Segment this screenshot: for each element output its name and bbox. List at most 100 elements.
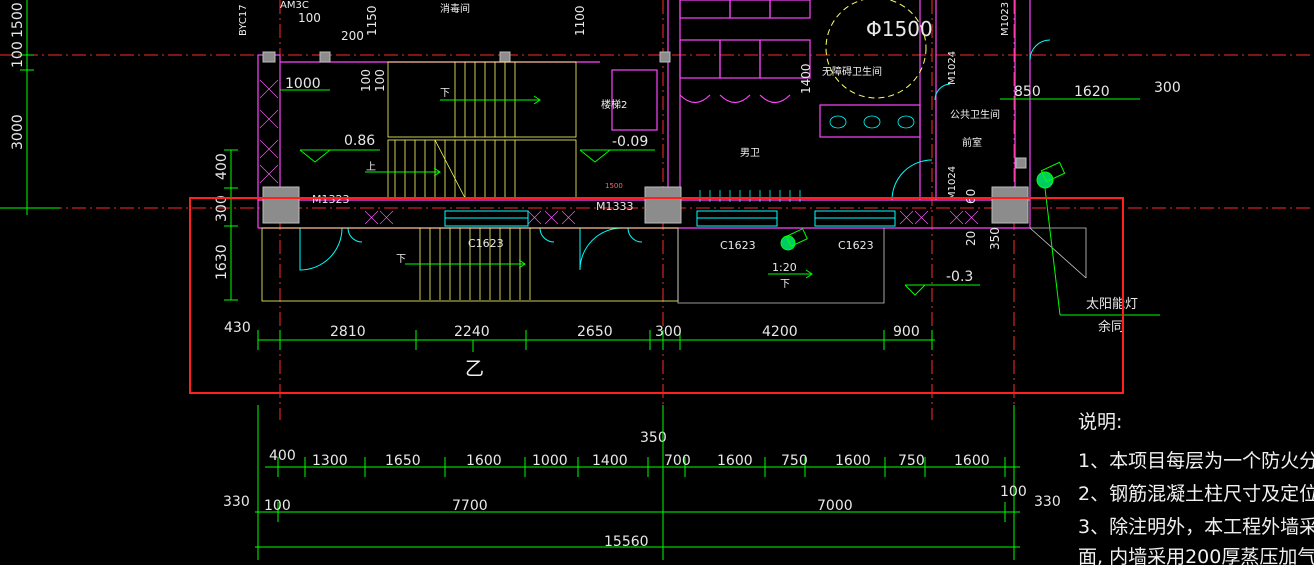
label-accessible-wc: 无障碍卫生间 [822, 65, 882, 78]
dim-row3-100a: 100 [264, 498, 291, 514]
turning-circle [825, 0, 927, 99]
label-fire-room: 消毒间 [440, 2, 470, 15]
dim-top-100b: 100 [359, 69, 373, 92]
lower-outline [677, 227, 1087, 304]
dim-row2-1300: 1300 [312, 453, 348, 469]
columns [262, 51, 1029, 224]
label-c1623c: C1623 [838, 239, 874, 252]
dim-top-100c: 100 [373, 69, 387, 92]
dim-row3-330a: 330 [223, 494, 250, 510]
dim-row-1-lines [257, 330, 935, 350]
label-small-1500: 1500 [605, 182, 623, 190]
dim-20: 20 [964, 231, 978, 246]
dim-1400: 1400 [799, 63, 813, 94]
label-phi1500: Φ1500 [866, 17, 933, 41]
upper-dim-lines [280, 89, 1140, 100]
wall-hatch [259, 79, 979, 225]
dim-row1-4200: 4200 [762, 324, 798, 340]
dim-850: 850 [1014, 84, 1041, 100]
upper-room-partitions [611, 0, 921, 138]
level-neg03: -0.3 [946, 269, 973, 285]
label-m1024b: M1024 [947, 166, 958, 200]
label-up: 上 [366, 161, 376, 173]
dim-row2-1650: 1650 [385, 453, 421, 469]
dim-left-100: 100 [10, 41, 26, 68]
label-front-room: 前室 [962, 136, 982, 149]
dim-row2-1600c: 1600 [835, 453, 871, 469]
dim-row-2-lines [257, 405, 1020, 560]
dim-row2-1600d: 1600 [954, 453, 990, 469]
dim-top-1100: 1100 [573, 5, 587, 36]
highlight-box [189, 197, 1124, 394]
label-am: AM3C [280, 0, 309, 11]
note-4: 面, 内墙采用200厚蒸压加气混 [1078, 546, 1314, 565]
dim-row2-750b: 750 [898, 453, 925, 469]
door-swings [299, 39, 1051, 271]
label-m1023: M1023 [1000, 2, 1011, 36]
dim-row2-1600a: 1600 [466, 453, 502, 469]
solar-lamp-icon-2 [780, 228, 808, 251]
dim-350-v: 350 [988, 227, 1002, 250]
notes-title: 说明: [1078, 411, 1122, 433]
label-byc: BYC17 [238, 4, 249, 36]
dim-top-200: 200 [341, 29, 364, 43]
label-c1623a: C1623 [468, 237, 504, 250]
dim-row1-430: 430 [224, 320, 251, 336]
note-1: 1、本项目每层为一个防火分区。 [1078, 450, 1314, 472]
note-3: 3、除注明外，本工程外墙采用 [1078, 516, 1314, 538]
dim-left-3000: 3000 [10, 114, 26, 150]
dim-left-400: 400 [214, 153, 230, 180]
dim-row1-2240: 2240 [454, 324, 490, 340]
dim-row2-400: 400 [269, 448, 296, 464]
axis-label-z: 乙 [465, 358, 484, 380]
dim-total-15560: 15560 [604, 534, 649, 550]
label-m1323: M1323 [312, 193, 350, 206]
dim-row-3-lines [255, 502, 1020, 557]
label-m1024a: M1024 [947, 51, 958, 85]
dim-row2-1400: 1400 [592, 453, 628, 469]
dim-top-100: 100 [298, 11, 321, 25]
windows [444, 210, 896, 227]
label-c1623b: C1623 [720, 239, 756, 252]
label-same: 余同 [1098, 319, 1124, 335]
dim-left-1500: 1500 [10, 2, 26, 38]
dim-row1-2810: 2810 [330, 324, 366, 340]
dim-row1-900: 900 [893, 324, 920, 340]
stair-arrows [365, 95, 541, 177]
label-solar-lamp: 太阳能灯 [1086, 297, 1138, 312]
dim-row2-1600b: 1600 [717, 453, 753, 469]
upper-stair [387, 61, 577, 199]
dim-row1-2650: 2650 [577, 324, 613, 340]
label-down-2: 下 [396, 254, 406, 265]
dim-top-1000: 1000 [285, 76, 321, 92]
label-down-1: 下 [440, 88, 450, 99]
dim-350: 350 [640, 430, 667, 446]
dim-row3-7700: 7700 [452, 498, 488, 514]
solar-lamp-icon [1036, 161, 1160, 316]
dim-left-300: 300 [214, 195, 230, 222]
label-stair2: 楼梯2 [601, 98, 627, 111]
dim-top-1150: 1150 [365, 5, 379, 36]
label-ramp: 1:20 [772, 261, 797, 274]
dim-row3-330b: 330 [1034, 494, 1061, 510]
dim-1620: 1620 [1074, 84, 1110, 100]
dim-row1-300: 300 [655, 324, 682, 340]
label-down-3: 下 [780, 279, 790, 290]
dim-row2-750a: 750 [781, 453, 808, 469]
upper-fixtures [699, 115, 915, 202]
label-male-wc: 男卫 [740, 147, 760, 159]
level-086: 0.86 [344, 133, 375, 149]
dim-left-1630: 1630 [214, 244, 230, 280]
level-neg009: -0.09 [612, 134, 648, 150]
note-2: 2、钢筋混凝土柱尺寸及定位详 [1078, 483, 1314, 505]
lower-arrows [299, 149, 980, 296]
dim-300-right: 300 [1154, 80, 1181, 96]
dim-row2-700: 700 [664, 453, 691, 469]
dim-60: 60 [964, 189, 978, 204]
label-public-wc: 公共卫生间 [950, 108, 1000, 121]
dim-row3-100b: 100 [1000, 484, 1027, 500]
dim-row2-1000: 1000 [532, 453, 568, 469]
dim-row3-7000: 7000 [817, 498, 853, 514]
